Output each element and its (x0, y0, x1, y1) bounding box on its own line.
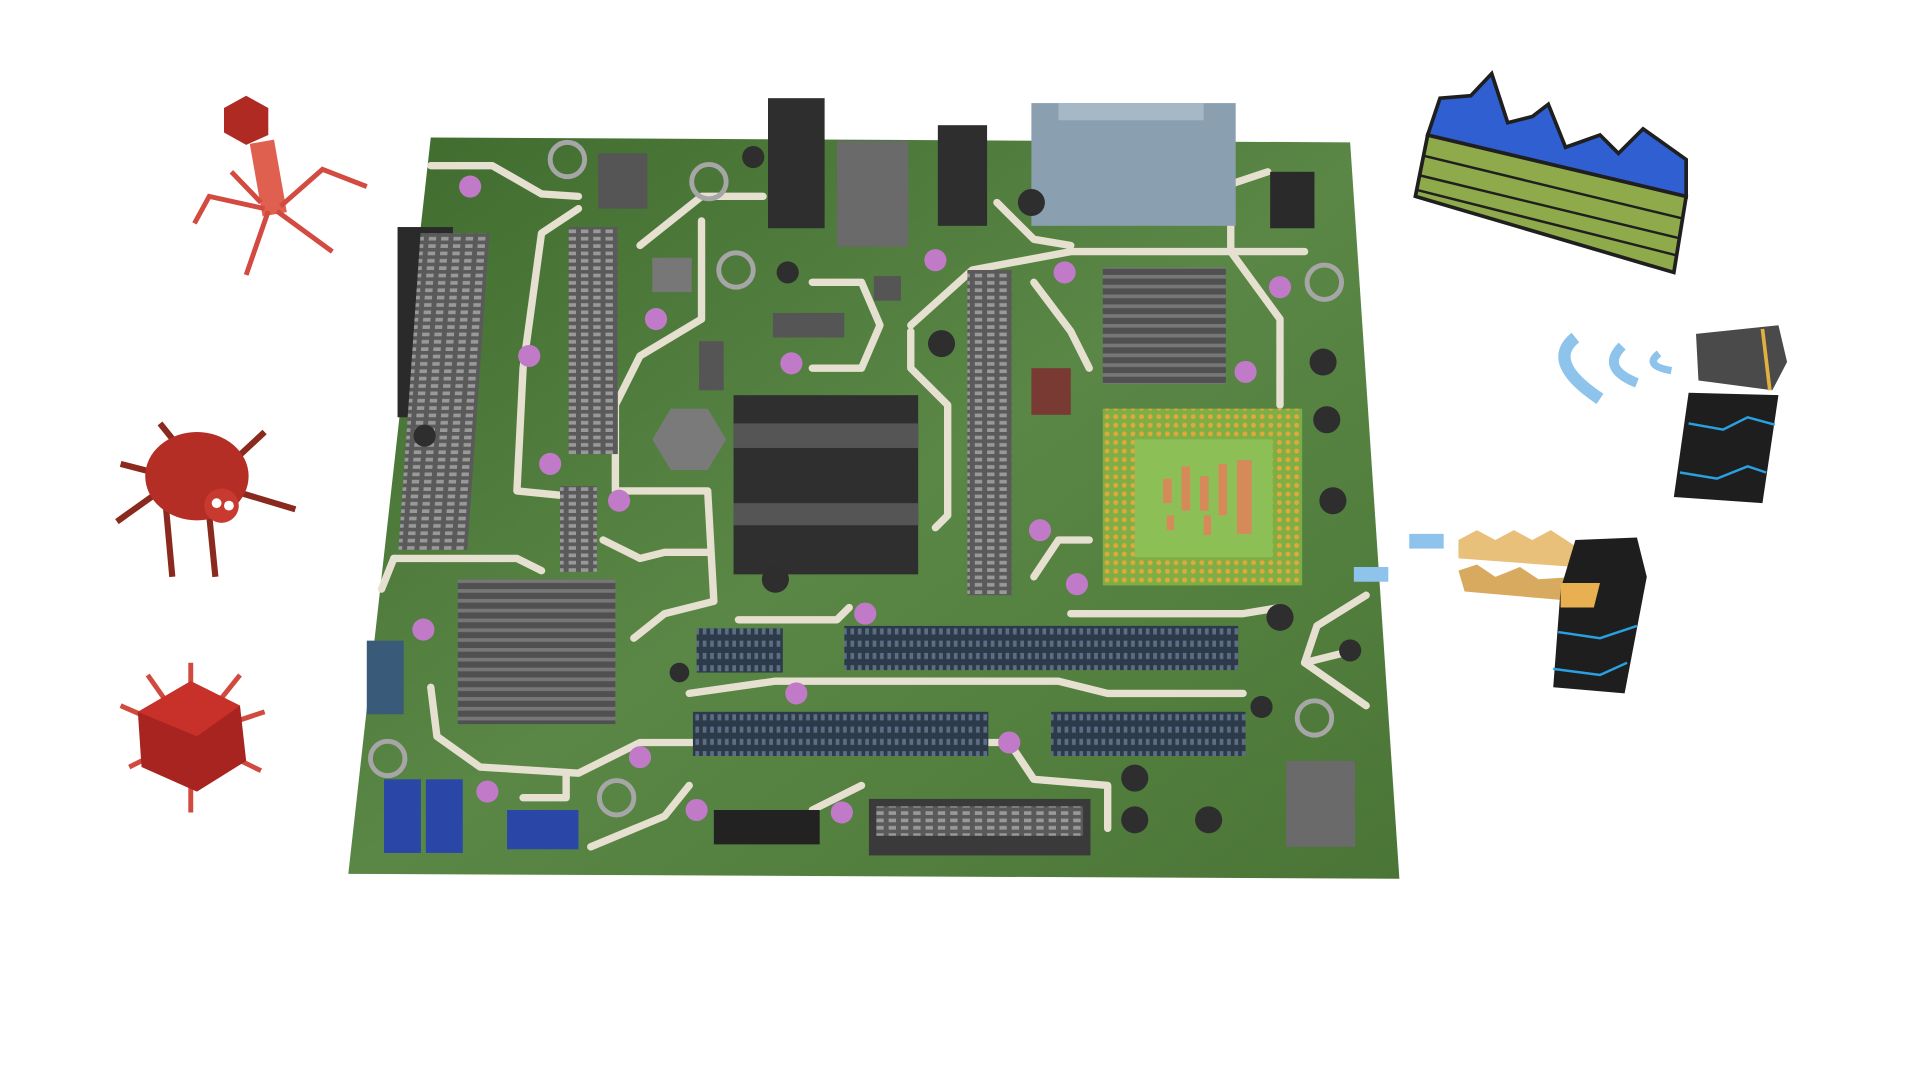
cpu-socket (1102, 408, 1303, 586)
memory-slots (397, 227, 1012, 596)
sata-port (507, 810, 579, 850)
key-icon (1353, 530, 1647, 694)
rear-io-connectors (768, 98, 1315, 247)
sata-port (366, 640, 404, 715)
motherboard (348, 98, 1400, 879)
mounting-pads (412, 175, 1292, 824)
fan-symbols (368, 139, 1344, 818)
bacteriophage-icon (192, 95, 368, 276)
heatsinks (457, 267, 1226, 725)
small-chips (598, 153, 1356, 847)
padlock-icon (1353, 567, 1389, 582)
sata-port (425, 779, 463, 853)
padlock-icon (1409, 533, 1444, 549)
sata-port (384, 779, 421, 853)
pcie-slots (692, 625, 1246, 756)
virus-icon (119, 662, 266, 813)
bug-icon (115, 421, 297, 578)
firewall-icon (1413, 70, 1689, 275)
capacitors (413, 146, 1362, 834)
bottom-connectors (366, 640, 1091, 856)
signal-emitter-icon (1558, 325, 1788, 504)
